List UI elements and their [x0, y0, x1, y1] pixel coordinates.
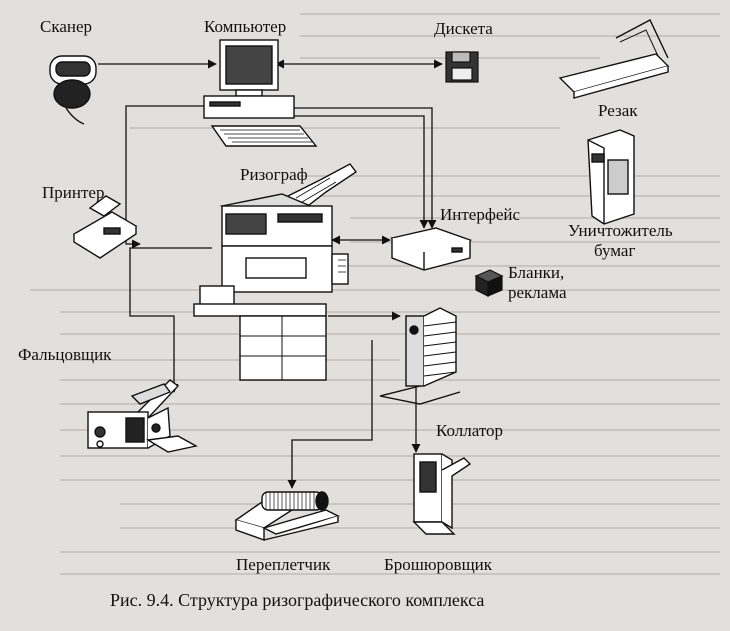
arrow-riso-binder	[287, 340, 373, 489]
label-binder: Переплетчик	[236, 555, 331, 574]
arrow-computer-interface	[290, 107, 437, 229]
label-cutter: Резак	[598, 101, 638, 120]
arrow-computer-printer	[125, 105, 212, 249]
label-computer: Компьютер	[204, 17, 287, 36]
label-forms-line2: реклама	[508, 283, 567, 302]
diskette-icon	[445, 51, 479, 83]
folder-machine-icon	[87, 379, 198, 453]
label-scanner: Сканер	[40, 17, 93, 36]
label-forms-line1: Бланки,	[508, 263, 565, 282]
label-stapler: Брошюровщик	[384, 555, 493, 574]
label-folder: Фальцовщик	[18, 345, 112, 364]
shredder-icon	[587, 129, 635, 225]
collator-icon	[379, 307, 461, 405]
binder-icon	[234, 491, 340, 541]
arrow-computer-interface-2	[280, 115, 429, 229]
label-collator: Коллатор	[436, 421, 504, 440]
risograph-icon	[193, 163, 358, 381]
arrow-riso-folder	[129, 247, 212, 393]
label-risograph: Ризограф	[240, 165, 308, 184]
stapler-icon	[412, 453, 472, 535]
computer-icon	[203, 39, 318, 147]
printer-icon	[72, 195, 138, 259]
interface-icon	[389, 227, 473, 271]
label-shredder-line1: Уничтожитель	[568, 221, 673, 240]
label-interface: Интерфейс	[440, 205, 521, 224]
scanner-icon	[49, 55, 97, 125]
label-printer: Принтер	[42, 183, 105, 202]
figure-caption: Рис. 9.4. Структура ризографического ком…	[110, 590, 485, 610]
cutter-icon	[558, 19, 670, 99]
label-diskette: Дискета	[434, 19, 493, 38]
background-texture	[30, 13, 720, 575]
forms-box-icon	[474, 269, 504, 297]
label-shredder-line2: бумаг	[594, 241, 636, 260]
